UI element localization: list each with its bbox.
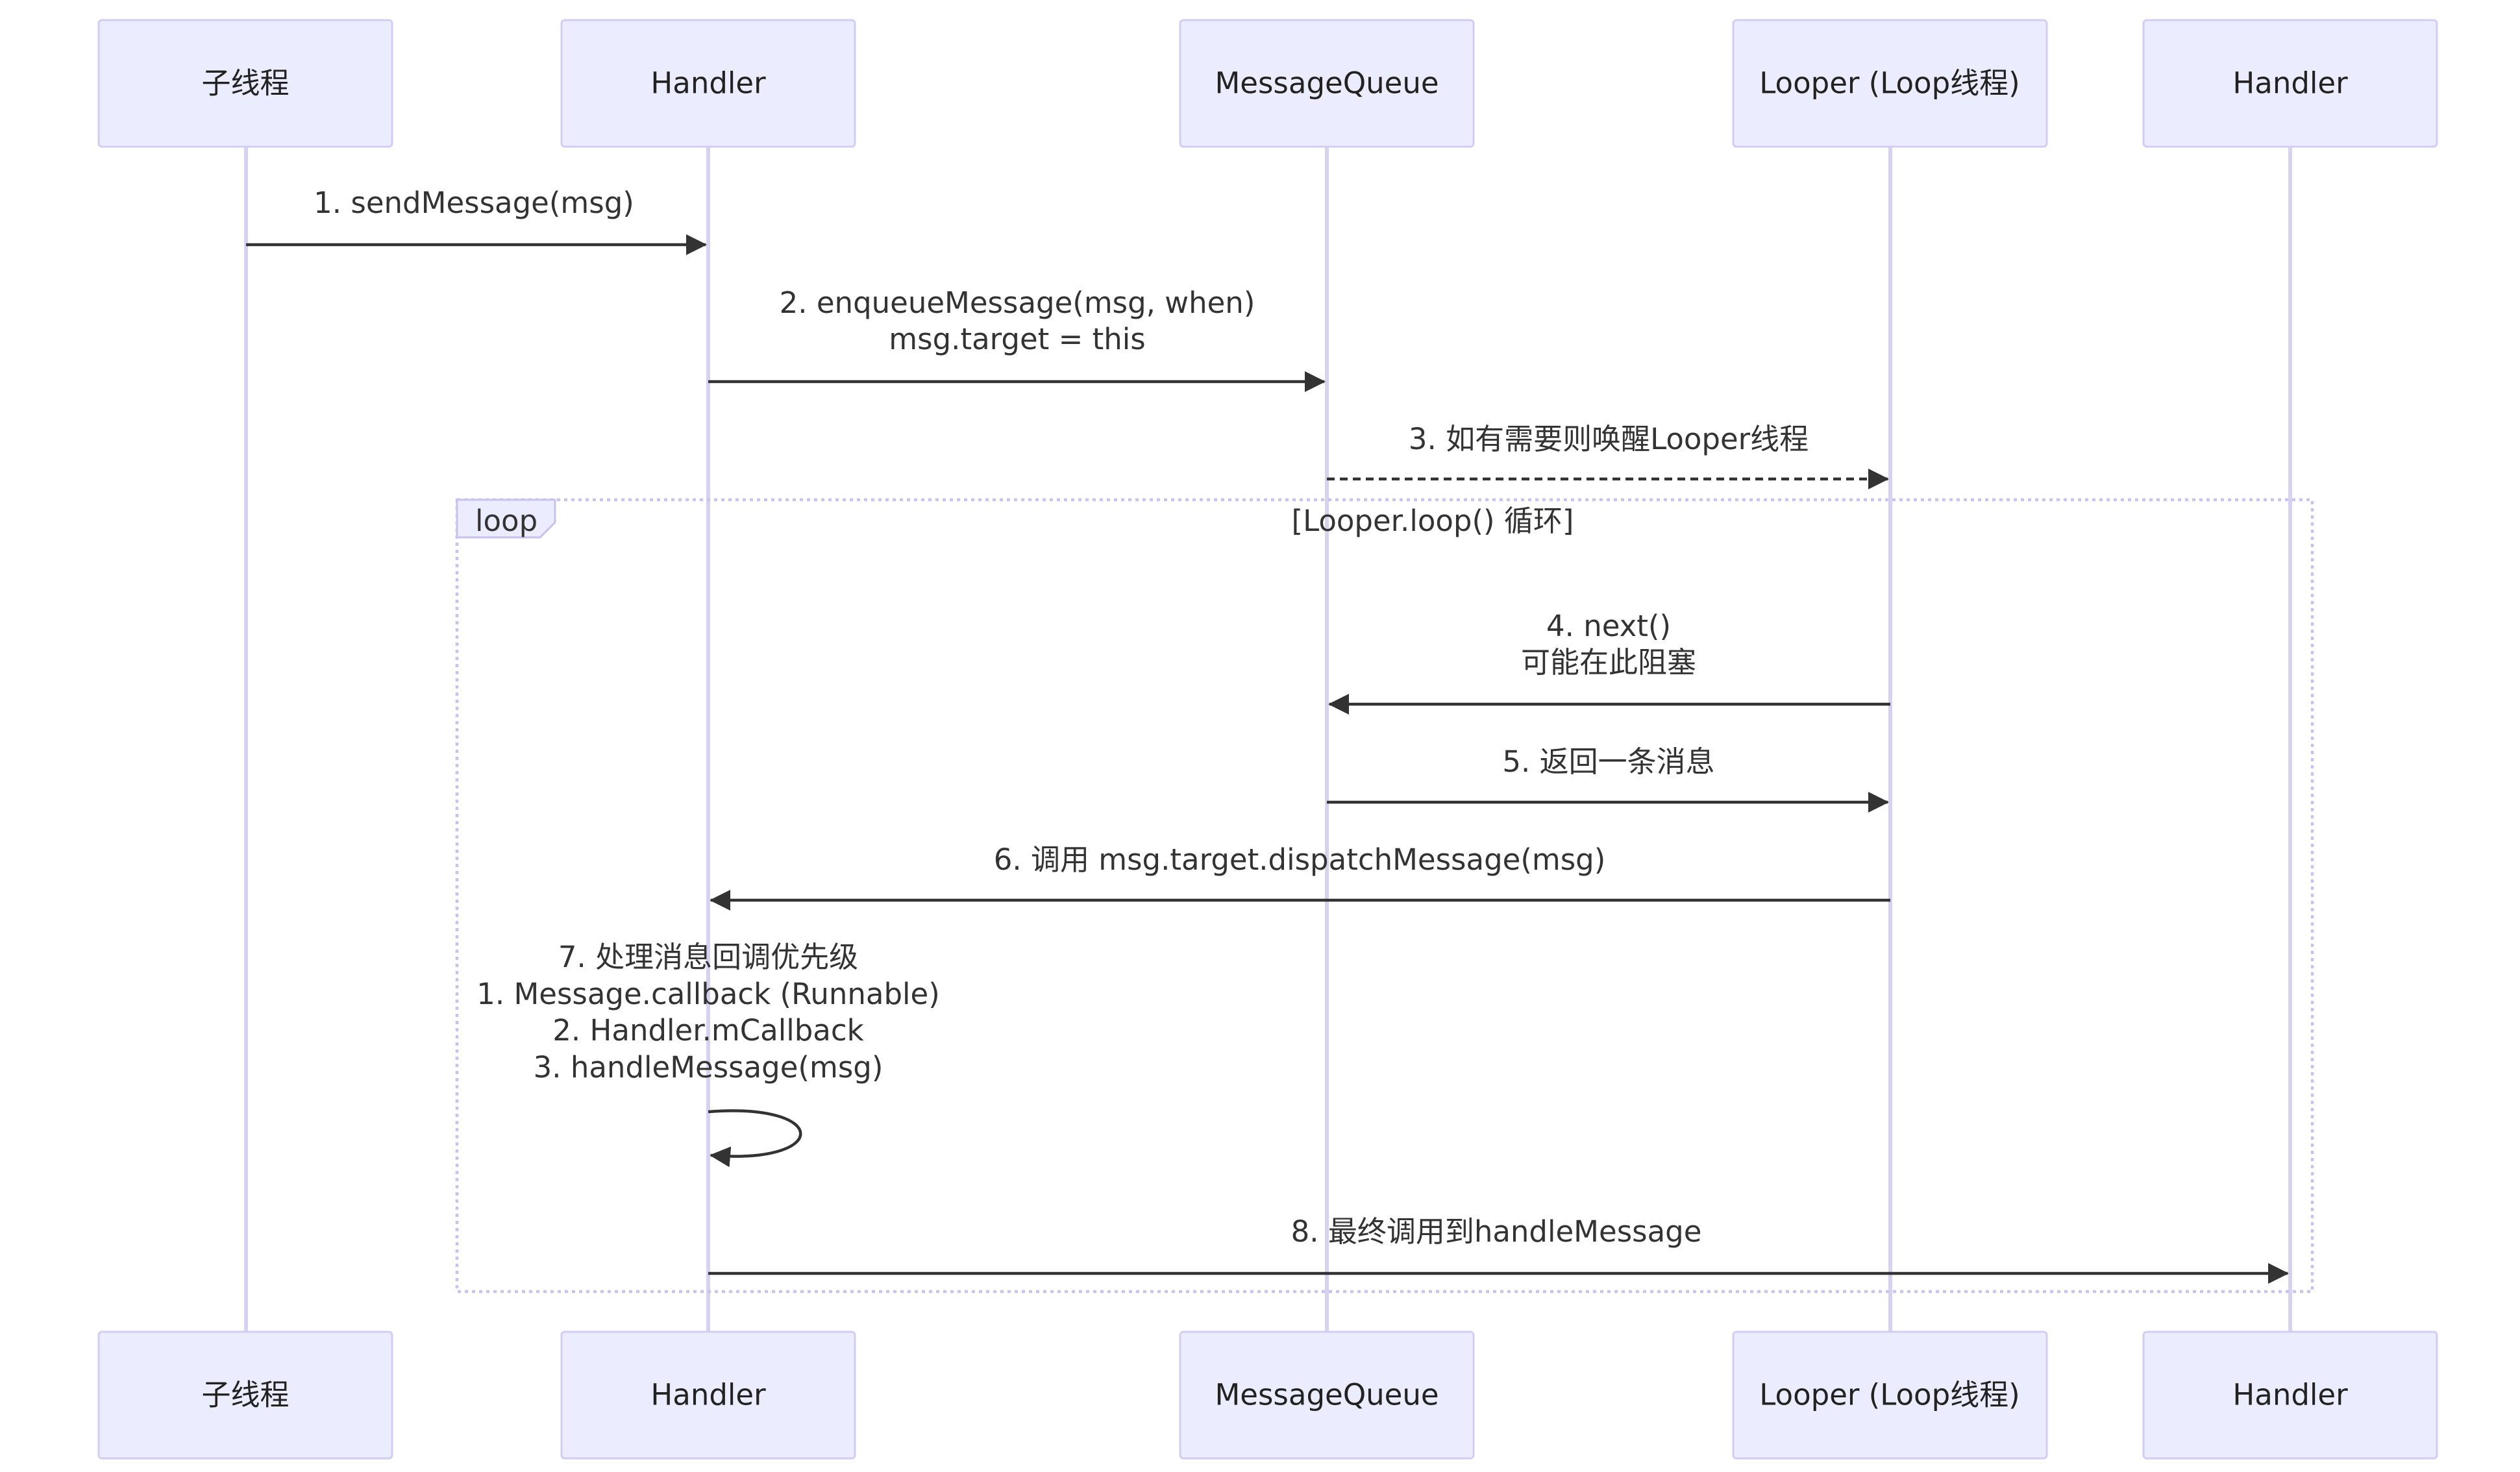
svg-text:子线程: 子线程 (201, 66, 289, 101)
lifelines (244, 147, 2292, 1332)
participant-thread-bottom: 子线程 (97, 1331, 393, 1460)
loop-condition: [Looper.loop() 循环] (1292, 504, 1574, 538)
message-2-label-line2: msg.target = this (889, 322, 1145, 356)
svg-text:Looper (Loop线程): Looper (Loop线程) (1759, 66, 2020, 101)
message-1-label: 1. sendMessage(msg) (314, 186, 634, 220)
message-7-label-line3: 2. Handler.mCallback (552, 1013, 863, 1048)
message-6: 6. 调用 msg.target.dispatchMessage(msg) (710, 842, 1890, 911)
svg-text:Handler: Handler (2232, 1378, 2348, 1412)
message-5: 5. 返回一条消息 (1327, 744, 1889, 813)
svg-text:Looper (Loop线程): Looper (Loop线程) (1759, 1378, 2020, 1412)
message-6-label: 6. 调用 msg.target.dispatchMessage(msg) (994, 842, 1606, 877)
participant-thread-top: 子线程 (97, 19, 393, 148)
participants-top: 子线程 Handler MessageQueue Looper (Loop线程)… (97, 19, 2438, 148)
message-2: 2. enqueueMessage(msg, when) msg.target … (708, 286, 1326, 392)
participant-handler-target-top: Handler (2142, 19, 2438, 148)
participants-bottom: 子线程 Handler MessageQueue Looper (Loop线程)… (97, 1331, 2438, 1460)
message-7: 7. 处理消息回调优先级 1. Message.callback (Runnab… (476, 940, 940, 1168)
svg-text:Handler: Handler (2232, 66, 2348, 101)
message-7-label-line1: 7. 处理消息回调优先级 (558, 940, 858, 974)
loop-keyword: loop (475, 504, 537, 538)
svg-text:MessageQueue: MessageQueue (1215, 66, 1439, 101)
participant-looper-bottom: Looper (Loop线程) (1732, 1331, 2048, 1460)
loop-border (455, 498, 2314, 1294)
svg-text:Handler: Handler (650, 1378, 766, 1412)
svg-text:Handler: Handler (650, 66, 766, 101)
message-7-label-line4: 3. handleMessage(msg) (534, 1050, 883, 1085)
participant-looper-top: Looper (Loop线程) (1732, 19, 2048, 148)
participant-handler-bottom: Handler (560, 1331, 856, 1460)
messages: 1. sendMessage(msg) 2. enqueueMessage(ms… (246, 186, 2289, 1284)
message-5-label: 5. 返回一条消息 (1502, 744, 1714, 779)
participant-handler-top: Handler (560, 19, 856, 148)
loop-tab (456, 498, 556, 539)
message-8-label: 8. 最终调用到handleMessage (1291, 1214, 1702, 1249)
message-4: 4. next() 可能在此阻塞 (1328, 609, 1890, 715)
svg-text:子线程: 子线程 (201, 1378, 289, 1412)
loop-frame: loop [Looper.loop() 循环] (455, 498, 2314, 1294)
message-8: 8. 最终调用到handleMessage (708, 1214, 2289, 1284)
message-1: 1. sendMessage(msg) (246, 186, 707, 255)
message-7-self-arrow (708, 1109, 802, 1168)
message-2-label-line1: 2. enqueueMessage(msg, when) (780, 286, 1255, 320)
message-3-label: 3. 如有需要则唤醒Looper线程 (1409, 422, 1809, 456)
participant-handler-target-bottom: Handler (2142, 1331, 2438, 1460)
svg-text:MessageQueue: MessageQueue (1215, 1378, 1439, 1412)
message-3: 3. 如有需要则唤醒Looper线程 (1327, 422, 1889, 489)
message-4-label-line1: 4. next() (1546, 609, 1671, 643)
message-4-label-line2: 可能在此阻塞 (1521, 645, 1696, 680)
message-7-label-line2: 1. Message.callback (Runnable) (476, 977, 940, 1011)
participant-messagequeue-bottom: MessageQueue (1179, 1331, 1475, 1460)
participant-messagequeue-top: MessageQueue (1179, 19, 1475, 148)
